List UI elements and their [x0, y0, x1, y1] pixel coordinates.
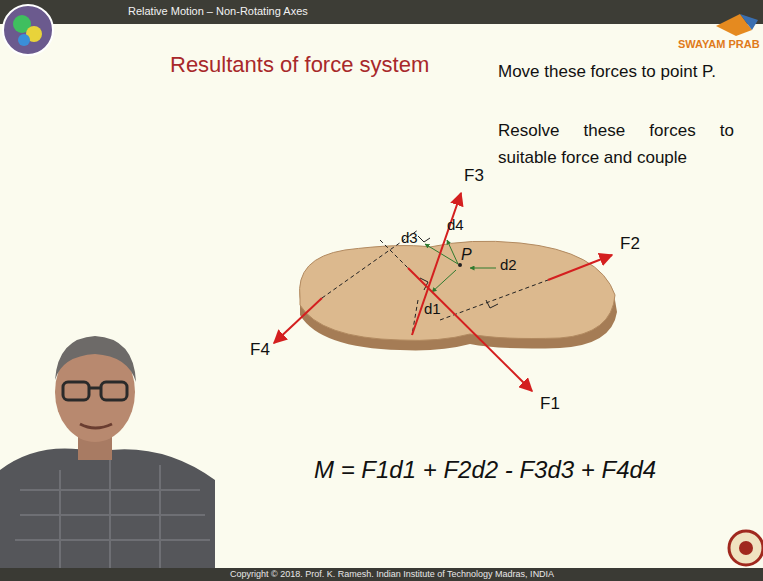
lecturer-figure: [0, 336, 215, 568]
copyright-text: Copyright © 2018. Prof. K. Ramesh. India…: [230, 569, 554, 579]
distance-label: d1: [424, 300, 441, 317]
point-p: [458, 263, 462, 267]
distance-label: d4: [447, 216, 464, 233]
force-arrows: [274, 193, 612, 391]
instruction-text: Resolve these forces to suitable force a…: [498, 117, 734, 171]
rigid-plate: [300, 241, 617, 350]
swayam-logo: [716, 14, 758, 36]
header-text: Relative Motion – Non-Rotating Axes: [128, 5, 308, 18]
force-label: F3: [464, 166, 484, 186]
force-label: F1: [540, 394, 560, 414]
institute-logo: [729, 531, 763, 565]
moment-arms: [418, 236, 498, 308]
header-bar: [0, 0, 763, 24]
footer-bar: [0, 568, 763, 581]
instruction-text: Move these forces to point P.: [498, 62, 716, 82]
slide-title: Resultants of force system: [170, 52, 429, 77]
force-label: F2: [620, 234, 640, 254]
lines-of-action: [322, 230, 548, 335]
force-label: F4: [250, 340, 270, 360]
logo-text: SWAYAM PRAB: [678, 38, 760, 51]
distance-label: d3: [401, 229, 418, 246]
course-logo: [3, 5, 53, 55]
moment-equation: M = F1d1 + F2d2 - F3d3 + F4d4: [314, 456, 656, 484]
distance-label: d2: [500, 256, 517, 273]
point-label: P: [461, 246, 472, 264]
